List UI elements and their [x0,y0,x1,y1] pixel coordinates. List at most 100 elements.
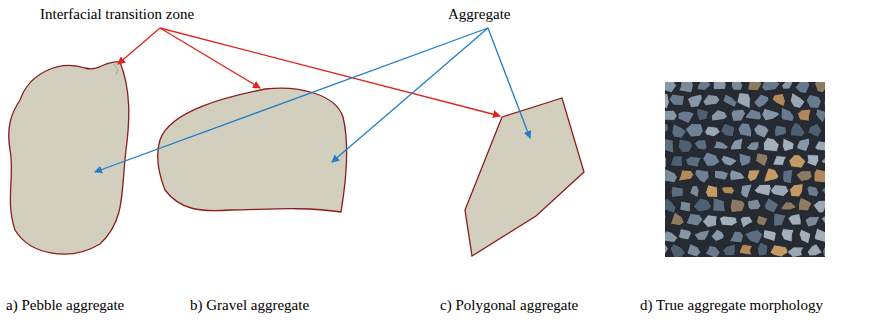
crack-mark [114,64,118,75]
polygonal-aggregate [465,98,584,256]
stone [678,139,692,153]
stone [813,200,825,213]
stone [741,184,753,199]
stone [679,82,694,93]
stone [754,184,771,196]
stone [796,171,812,182]
stone [795,82,810,94]
stone [715,170,729,180]
panel-caption: c) Polygonal aggregate [440,296,578,314]
stone [719,216,737,226]
stone [730,199,745,213]
stone [747,170,760,182]
stone [706,185,718,198]
stone [665,138,674,153]
mosaic-ground [665,82,825,257]
stone [686,214,703,227]
stone [774,213,787,227]
stone [783,169,794,183]
stone [823,243,825,257]
stone [694,139,707,150]
leader-label: Aggregate [448,5,510,23]
stone [798,109,812,121]
stone [721,155,737,166]
stone [787,247,804,257]
stone [665,93,669,109]
stone [770,185,789,197]
stone [721,123,735,137]
stone [713,82,726,90]
stone [694,230,710,241]
stone [665,157,667,168]
stone [762,108,780,121]
stone [815,141,825,151]
stone [807,155,819,167]
stone [814,228,825,243]
stone [740,216,753,228]
stone [693,198,711,212]
stone [738,123,752,137]
stone [824,92,825,108]
stone [821,155,825,164]
stone [723,244,736,256]
stone [822,183,826,196]
stone [695,169,709,183]
stone [731,82,742,90]
stone [669,94,684,106]
stone [703,95,720,106]
aggregate-leaders [95,28,530,172]
panel-caption: d) True aggregate morphology [640,296,823,314]
stone [665,198,676,213]
stone [721,187,734,195]
stone [757,242,767,256]
stone [806,95,821,109]
stone [729,231,743,243]
stone [788,214,801,226]
stone [764,198,778,213]
stone [703,215,718,228]
stone [821,214,825,227]
leader-label: Interfacial transition zone [40,5,194,23]
stone [711,229,724,241]
stone [782,82,794,89]
stone [678,111,694,124]
stone [805,217,820,228]
stone [705,245,721,257]
stone [807,244,822,256]
stone [739,153,751,166]
stone [685,156,701,167]
stone [745,109,762,120]
stone [764,168,779,183]
stone [781,229,794,243]
stone [678,170,693,181]
itz-leaders [118,28,500,116]
stone [757,215,769,226]
stone [670,244,686,257]
stone [665,110,677,120]
stone [689,186,699,198]
pebble-aggregate [9,62,129,254]
stone [815,82,826,93]
stone [781,202,797,210]
stone [711,110,727,121]
stone [754,94,769,108]
stone [665,186,666,199]
stone [754,124,769,138]
stone [790,93,805,109]
stone [680,201,691,212]
stone [678,229,691,240]
stone [672,124,687,139]
stone [730,138,743,150]
stone [756,153,768,167]
stone [781,107,794,121]
stone [808,123,822,137]
stone [739,244,753,255]
stone [825,123,826,137]
stone [748,82,762,91]
stone [799,229,811,244]
stone [746,142,759,151]
stone [731,109,746,121]
stone [799,197,813,211]
stone [665,215,667,226]
